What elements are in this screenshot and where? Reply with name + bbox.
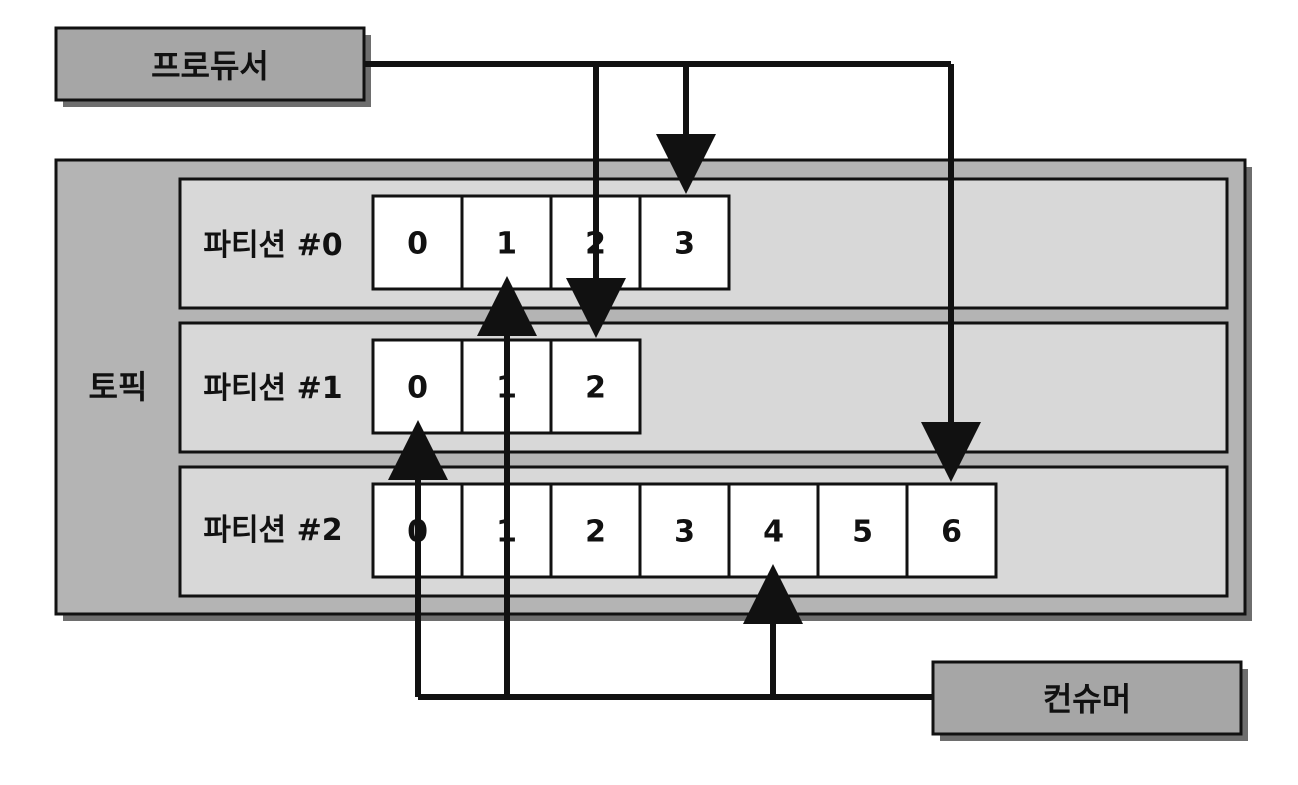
consumer-box: 컨슈머 [931,660,1248,741]
partition-label: 파티션 #2 [203,513,342,548]
offset-number: 0 [407,227,428,262]
consumer-label: 컨슈머 [1043,680,1131,718]
partition-label: 파티션 #1 [203,371,342,406]
offset-cell: 2 [549,482,642,579]
offset-cell: 0 [371,194,464,291]
offset-cell: 5 [816,482,909,579]
offset-cell-box [549,338,642,435]
consumer-read-arrows [388,276,933,700]
offset-cell: 3 [638,482,731,579]
offset-number: 5 [852,515,873,550]
offset-cell-box [905,482,998,579]
offset-cell: 1 [460,194,553,291]
offset-cell: 2 [549,338,642,435]
offset-cell: 0 [371,338,464,435]
offset-cell: 6 [905,482,998,579]
offset-cell-box [549,482,642,579]
producer-write-arrows [364,61,981,482]
producer-label: 프로듀서 [151,47,269,85]
offset-number: 2 [585,371,606,406]
offset-cell: 3 [638,194,731,291]
offset-number: 6 [941,515,962,550]
offset-cell-box [371,194,464,291]
topic-label: 토픽 [89,368,148,406]
partition-label: 파티션 #0 [203,228,342,263]
offset-number: 3 [674,515,695,550]
offset-cell-box [638,194,731,291]
offset-number: 1 [496,227,517,262]
producer-box: 프로듀서 [54,26,371,107]
offset-number: 0 [407,371,428,406]
offset-number: 4 [763,515,784,550]
offset-cell: 4 [727,482,820,579]
offset-number: 2 [585,515,606,550]
offset-number: 3 [674,227,695,262]
